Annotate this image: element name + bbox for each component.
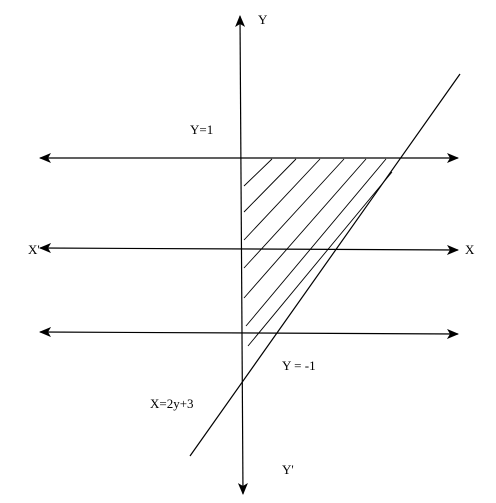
hatch-line: [243, 158, 367, 299]
hatch-line: [247, 171, 393, 347]
lower-line-label: Y = -1: [282, 358, 316, 373]
hatch-line: [243, 158, 321, 241]
x-axis-right-label: X: [465, 242, 475, 257]
hatch-line: [243, 158, 345, 269]
y-axis: [235, 15, 248, 495]
hatch-line: [243, 158, 273, 187]
oblique-line-label: X=2y+3: [150, 396, 194, 411]
y-axis-top-label: Y: [258, 12, 268, 27]
hatch-line: [245, 158, 387, 327]
y-axis-bottom-label: Y': [282, 462, 294, 477]
x-axis-left-label: X': [28, 242, 40, 257]
hatch-line: [243, 158, 297, 213]
line-x-equals-2y-plus-3: [189, 73, 461, 457]
upper-line-label: Y=1: [190, 122, 213, 137]
shaded-region: [243, 158, 393, 347]
line-y-equals-minus-1: [39, 327, 459, 339]
x-axis: [39, 243, 459, 255]
